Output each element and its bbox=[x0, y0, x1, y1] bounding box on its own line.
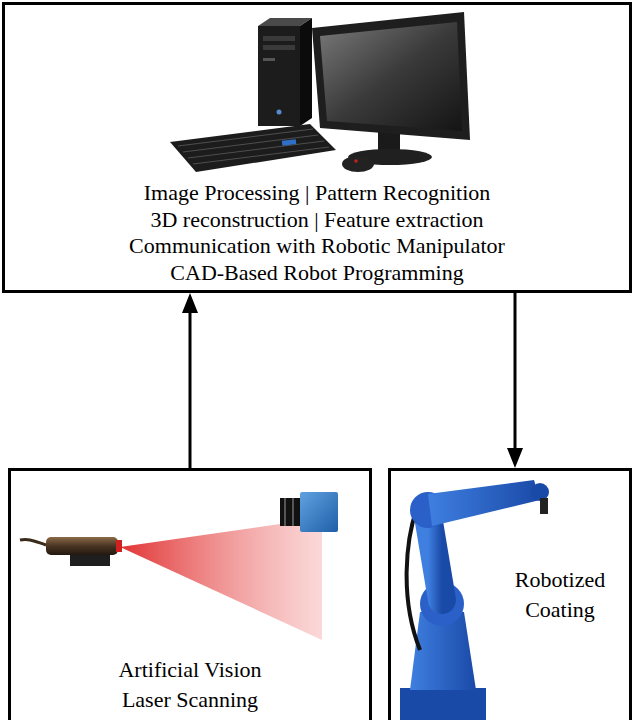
monitor-screen bbox=[320, 22, 462, 131]
laser-lens bbox=[116, 540, 122, 552]
keyboard-keys bbox=[178, 129, 329, 164]
drive-slot bbox=[263, 36, 295, 41]
monitor-bezel bbox=[312, 12, 470, 140]
box-label: Artificial Vision bbox=[118, 655, 261, 685]
process-box: Artificial VisionLaser Scanning bbox=[8, 468, 372, 720]
tower-front bbox=[258, 26, 300, 126]
flow-arrow bbox=[182, 293, 198, 468]
keyboard bbox=[170, 124, 336, 172]
arrow-shaft bbox=[189, 311, 192, 468]
text-group: Artificial VisionLaser Scanning bbox=[17, 655, 363, 715]
process-box: Image Processing | Pattern Recognition3D… bbox=[2, 2, 632, 293]
text-group: Image Processing | Pattern Recognition3D… bbox=[11, 180, 623, 286]
tower-side bbox=[300, 18, 312, 126]
robot-base bbox=[400, 688, 486, 720]
flow-arrow bbox=[507, 293, 523, 468]
arrow-head bbox=[507, 448, 523, 468]
computer-illustration bbox=[170, 12, 470, 172]
box-label: CAD-Based Robot Programming bbox=[170, 260, 463, 287]
robot-tool bbox=[540, 498, 548, 514]
laser-cable bbox=[20, 539, 46, 545]
laser-scanner-illustration bbox=[20, 492, 338, 640]
laser-beam bbox=[120, 518, 322, 640]
arrow-shaft bbox=[514, 293, 517, 450]
mouse-button bbox=[354, 159, 358, 163]
mouse bbox=[342, 156, 374, 172]
robot-forearm bbox=[428, 480, 540, 526]
box-label: Communication with Robotic Manipulator bbox=[129, 233, 505, 260]
drive-slot bbox=[263, 58, 275, 61]
camera-lens bbox=[280, 498, 302, 526]
camera-lens-ring bbox=[292, 498, 294, 526]
box-label: 3D reconstruction | Feature extraction bbox=[150, 207, 483, 234]
box-label: Laser Scanning bbox=[122, 685, 258, 715]
power-light bbox=[277, 110, 282, 115]
process-box: Robotized Coating bbox=[388, 468, 632, 720]
camera-body bbox=[300, 492, 338, 532]
laser-body bbox=[46, 537, 118, 555]
camera-lens-ring bbox=[284, 498, 286, 526]
robot-cable bbox=[407, 505, 420, 650]
keyboard-blue-keys bbox=[282, 139, 297, 146]
box-label: Robotized Coating bbox=[495, 565, 625, 625]
drive-slot bbox=[263, 45, 295, 50]
robot-lower-arm bbox=[428, 516, 442, 600]
text-group: Robotized Coating bbox=[495, 565, 625, 625]
arrow-head bbox=[182, 293, 198, 313]
box-label: Image Processing | Pattern Recognition bbox=[144, 180, 491, 207]
